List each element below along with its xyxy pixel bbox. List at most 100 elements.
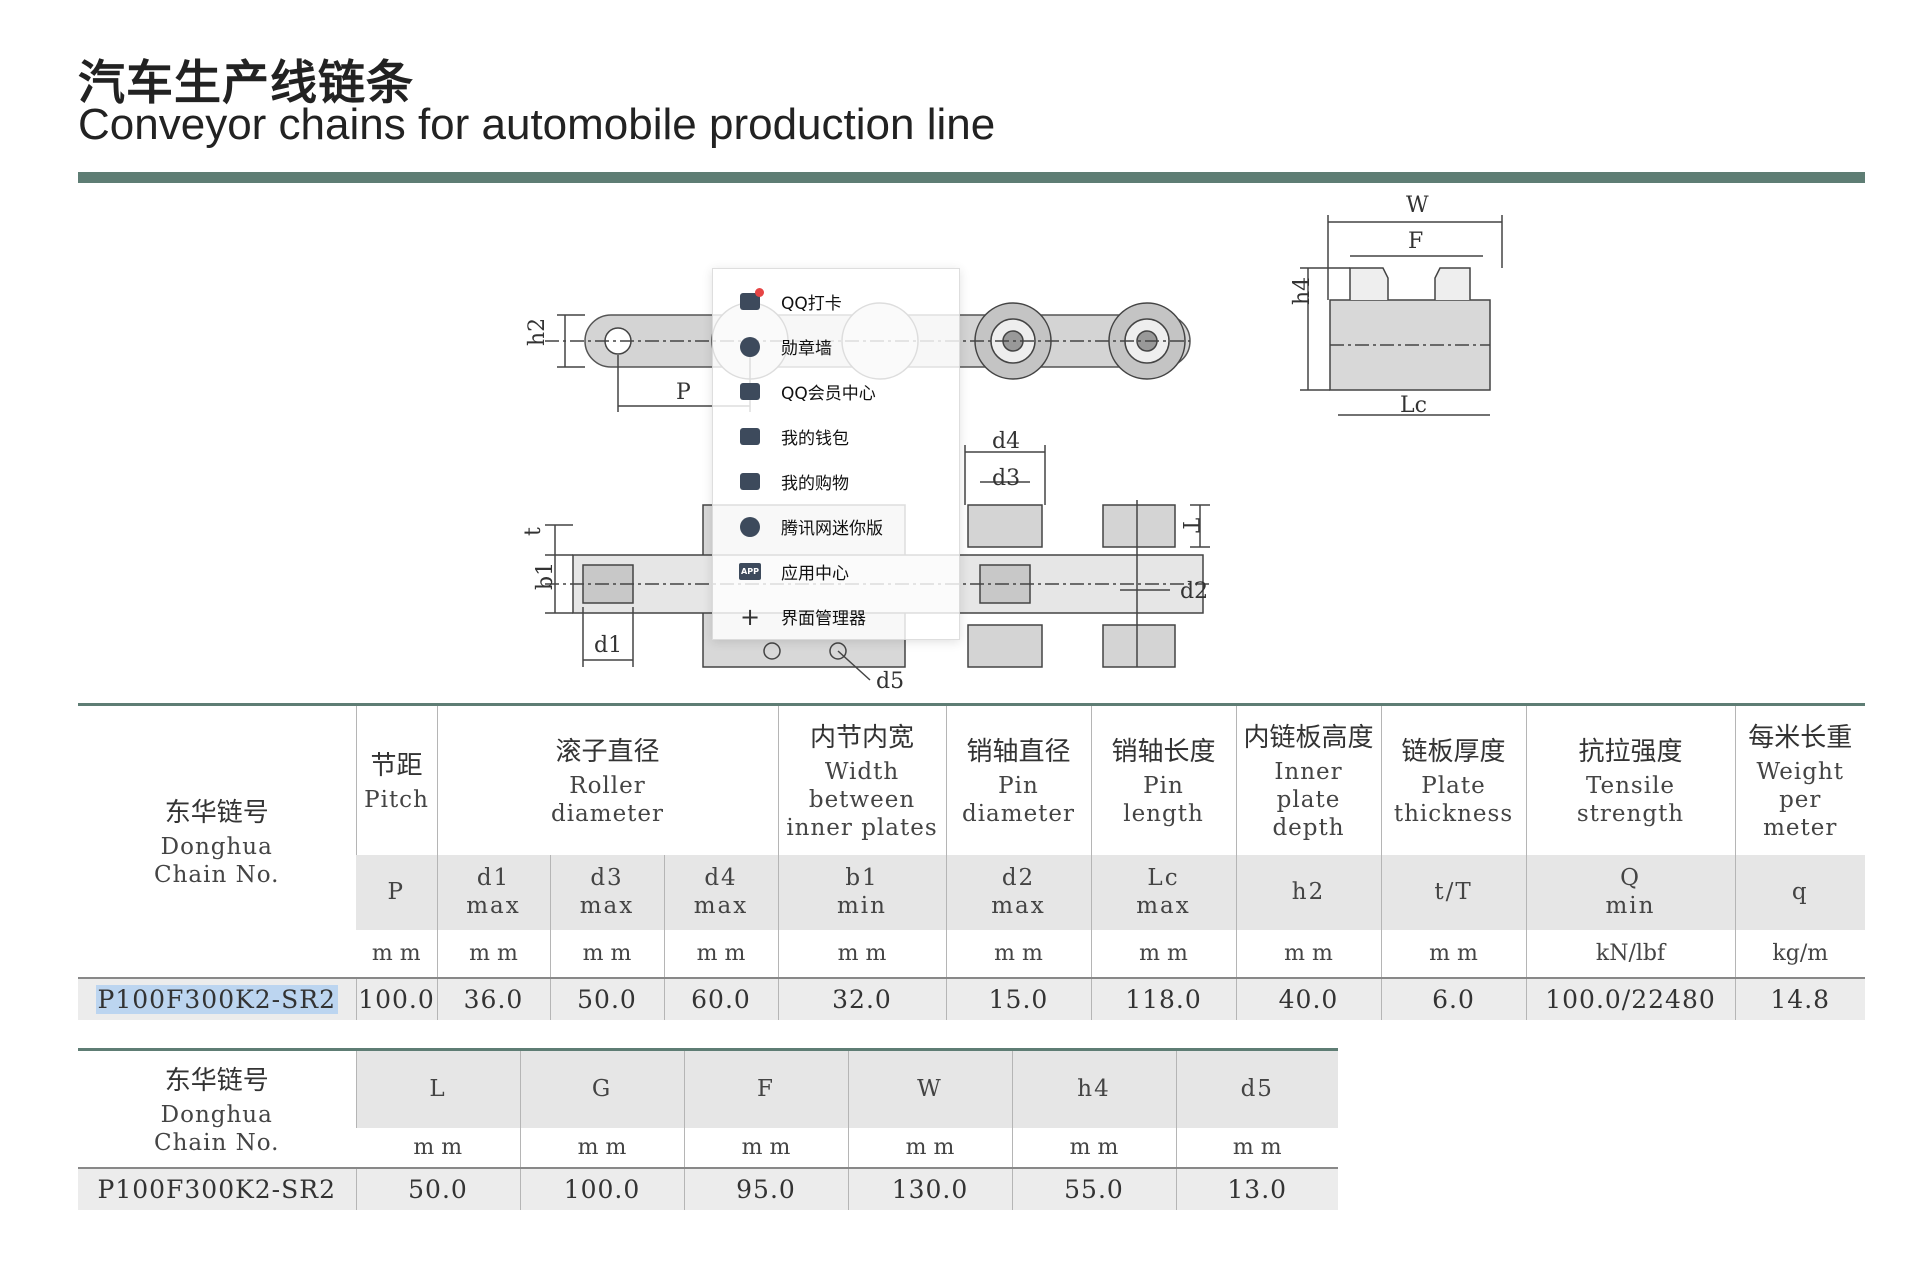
unit-cell: m m [519, 1127, 684, 1168]
menu-item-wallet[interactable]: 我的钱包 [713, 414, 961, 459]
menu-item-vip-center[interactable]: QQ会员中心 [713, 369, 961, 414]
value-cell: 50.0 [355, 1166, 520, 1210]
selected-chain-no[interactable]: P100F300K2-SR2 [95, 984, 338, 1014]
plus-icon: + [739, 602, 761, 631]
calendar-check-icon [739, 288, 764, 313]
menu-item-ui-manager[interactable]: + 界面管理器 [739, 602, 866, 631]
unit-cell: m m [777, 929, 946, 978]
unit-cell: m m [1090, 929, 1236, 978]
value-cell: 14.8 [1734, 976, 1865, 1020]
unit-cell: m m [413, 1134, 463, 1160]
unit-cell: m m [371, 940, 421, 966]
value-cell: 36.0 [436, 976, 550, 1020]
menu-item-tencent-mini[interactable]: 腾讯网迷你版 [713, 504, 961, 549]
menu-item-app-center[interactable]: APP 应用中心 [713, 549, 961, 594]
value-cell: 130.0 [847, 1166, 1012, 1210]
value-cell: 55.0 [1011, 1166, 1176, 1210]
dim-label-w: W [1406, 193, 1429, 218]
menu-item-qq-checkin[interactable]: QQ打卡 [713, 279, 961, 324]
value-cell: 95.0 [683, 1166, 848, 1210]
shopping-bag-icon [739, 471, 761, 493]
dim-label-p: P [676, 380, 691, 405]
unit-cell: m m [549, 929, 664, 978]
dim-label-b1: b1 [533, 562, 558, 590]
sym-g: G [519, 1049, 684, 1128]
sym-h4: h4 [1011, 1049, 1176, 1128]
tencent-news-icon [739, 516, 761, 538]
menu-item-shopping[interactable]: 我的购物 [713, 459, 961, 504]
value-cell: 60.0 [663, 976, 778, 1020]
dim-label-h2: h2 [525, 318, 550, 346]
unit-cell: m m [663, 929, 778, 978]
value-cell: 40.0 [1235, 976, 1381, 1020]
unit-cell: m m [1235, 929, 1381, 978]
unit-cell: m m [1380, 929, 1526, 978]
chain-no-cell[interactable]: P100F300K2-SR2 [78, 976, 356, 1020]
unit-cell: m m [945, 929, 1091, 978]
value-cell: 13.0 [1175, 1166, 1338, 1210]
unit-cell: kg/m [1734, 929, 1865, 978]
unit-cell: kN/lbf [1525, 929, 1735, 978]
dim-label-d3: d3 [992, 466, 1020, 491]
sym-f: F [683, 1049, 848, 1128]
dim-label-d1: d1 [594, 633, 622, 658]
context-menu: QQ打卡 勋章墙 QQ会员中心 我的钱包 我的购物 腾讯网迷你版 APP 应用中… [712, 268, 960, 640]
dim-label-d4: d4 [992, 429, 1020, 454]
value-cell: 100.0 [519, 1166, 684, 1210]
dim-label-T: T [1177, 518, 1202, 533]
medal-icon [739, 336, 761, 358]
sym-d5: d5 [1175, 1049, 1338, 1128]
sym-w: W [847, 1049, 1012, 1128]
sym-l: L [355, 1049, 520, 1128]
sym-t: t/T [1380, 854, 1526, 930]
table-row: P100F300K2-SR2 100.0 36.0 50.0 60.0 32.0… [78, 976, 1865, 1020]
chain-no-header: 东华链号 Donghua Chain No. [154, 798, 280, 889]
sym-h2: h2 [1235, 854, 1381, 930]
unit-cell: m m [1175, 1127, 1338, 1168]
unit-cell: m m [1011, 1127, 1176, 1168]
title-divider [78, 172, 1865, 183]
vip-crown-icon [739, 381, 761, 403]
table-row: P100F300K2-SR2 50.0 100.0 95.0 130.0 55.… [78, 1166, 1338, 1210]
value-cell: 50.0 [549, 976, 664, 1020]
value-cell: 118.0 [1090, 976, 1236, 1020]
sym-p: P [356, 854, 437, 930]
value-cell: 15.0 [945, 976, 1091, 1020]
value-cell: 100.0 [355, 976, 437, 1020]
unit-cell: m m [436, 929, 550, 978]
unit-cell: m m [683, 1127, 848, 1168]
dim-label-lc: Lc [1400, 393, 1427, 418]
value-cell: 6.0 [1380, 976, 1526, 1020]
wallet-icon [739, 426, 761, 448]
dim-label-f: F [1408, 229, 1423, 254]
page-title-cn: 汽车生产线链条 [78, 56, 414, 111]
chain-no-cell: P100F300K2-SR2 [78, 1166, 356, 1210]
chain-no-header: 东华链号 Donghua Chain No. [154, 1065, 280, 1156]
dim-label-d2: d2 [1180, 579, 1208, 604]
attachment-table: 东华链号 Donghua Chain No. L G F W h4 d5 m m… [78, 1048, 1338, 1210]
value-cell: 32.0 [777, 976, 946, 1020]
page-title-en: Conveyor chains for automobile productio… [78, 100, 996, 149]
unit-cell: m m [847, 1127, 1012, 1168]
dim-label-t: t [521, 527, 546, 536]
dim-label-d5: d5 [876, 669, 904, 690]
menu-item-medal-wall[interactable]: 勋章墙 [713, 324, 961, 369]
app-center-icon: APP [739, 561, 761, 583]
dim-label-h4: h4 [1290, 277, 1315, 305]
